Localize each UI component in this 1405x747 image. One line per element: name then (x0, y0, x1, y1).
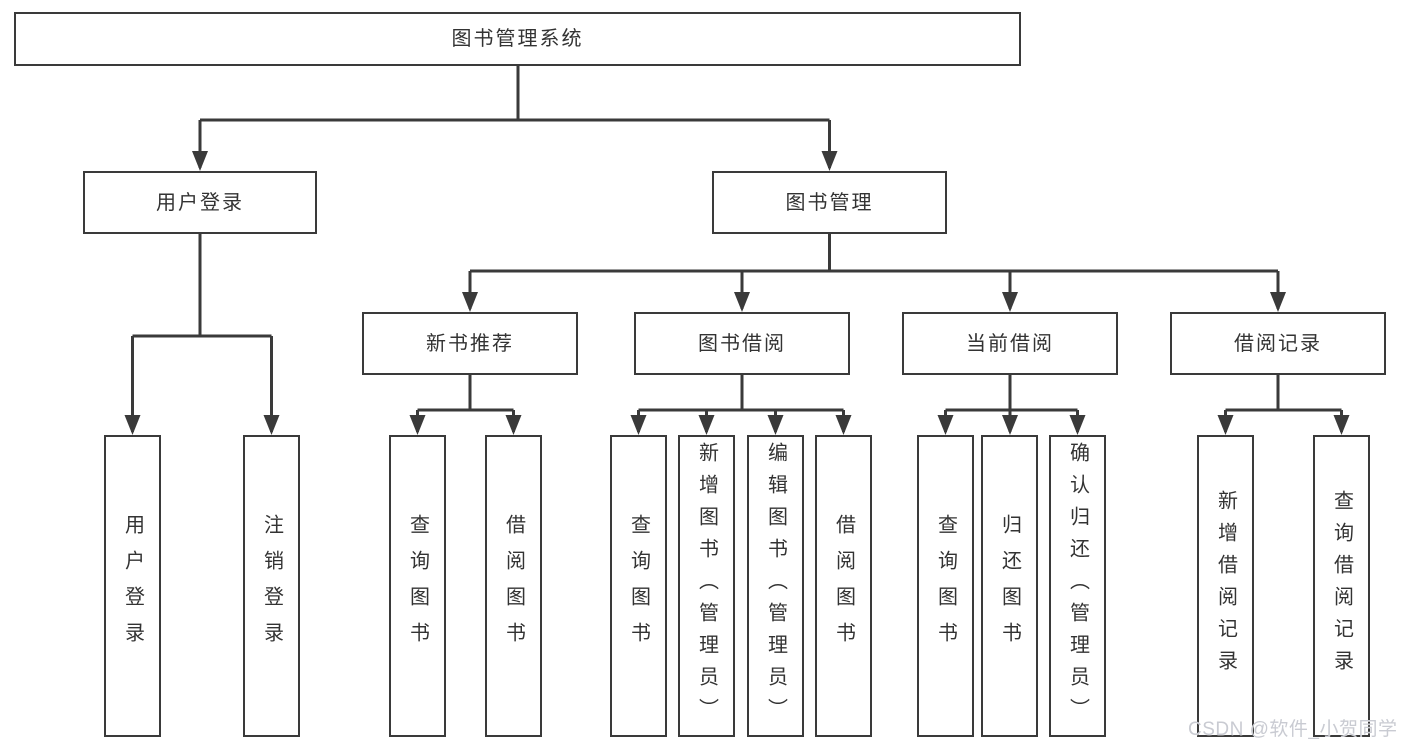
leaf-label: 注销登录 (260, 514, 283, 658)
node-new-book-recommend: 新书推荐 (362, 312, 578, 375)
leaf-label: 归还图书 (998, 514, 1021, 658)
csdn-watermark: CSDN @软件_小贺同学 (1188, 719, 1398, 740)
node-label: 图书管理 (785, 191, 874, 214)
leaf-label: 新增借阅记录 (1214, 490, 1237, 682)
leaf-label: 借阅图书 (502, 514, 525, 658)
leaf-add-borrow-record: 新增借阅记录 (1197, 435, 1254, 737)
leaf-query-borrow-record: 查询借阅记录 (1313, 435, 1370, 737)
leaf-label: 编辑图书（管理员） (764, 442, 787, 730)
node-borrow-records: 借阅记录 (1170, 312, 1386, 375)
leaf-label: 用户登录 (121, 514, 144, 658)
node-label: 图书借阅 (698, 332, 786, 355)
node-book-management-system: 图书管理系统 (14, 12, 1021, 66)
leaf-label: 借阅图书 (832, 514, 855, 658)
leaf-label: 查询借阅记录 (1330, 490, 1353, 682)
node-label: 当前借阅 (966, 332, 1054, 355)
node-label: 图书管理系统 (451, 28, 584, 50)
leaf-add-books-admin: 新增图书（管理员） (678, 435, 735, 737)
node-label: 用户登录 (156, 191, 244, 214)
leaf-label: 确认归还（管理员） (1066, 442, 1089, 730)
node-book-management: 图书管理 (712, 171, 947, 234)
leaf-confirm-return-admin: 确认归还（管理员） (1049, 435, 1106, 737)
node-user-login: 用户登录 (83, 171, 317, 234)
leaf-query-books-borrowing: 查询图书 (610, 435, 667, 737)
leaf-logout: 注销登录 (243, 435, 300, 737)
leaf-label: 查询图书 (406, 514, 429, 658)
leaf-user-login: 用户登录 (104, 435, 161, 737)
leaf-edit-books-admin: 编辑图书（管理员） (747, 435, 804, 737)
node-book-borrowing: 图书借阅 (634, 312, 850, 375)
leaf-borrow-books-recommend: 借阅图书 (485, 435, 542, 737)
leaf-label: 查询图书 (627, 514, 650, 658)
node-label: 新书推荐 (426, 332, 514, 355)
leaf-borrow-books: 借阅图书 (815, 435, 872, 737)
node-label: 借阅记录 (1234, 332, 1322, 355)
node-current-borrowing: 当前借阅 (902, 312, 1118, 375)
leaf-label: 查询图书 (934, 514, 957, 658)
leaf-query-books-recommend: 查询图书 (389, 435, 446, 737)
leaf-return-books: 归还图书 (981, 435, 1038, 737)
leaf-label: 新增图书（管理员） (695, 442, 718, 730)
leaf-query-books-current: 查询图书 (917, 435, 974, 737)
